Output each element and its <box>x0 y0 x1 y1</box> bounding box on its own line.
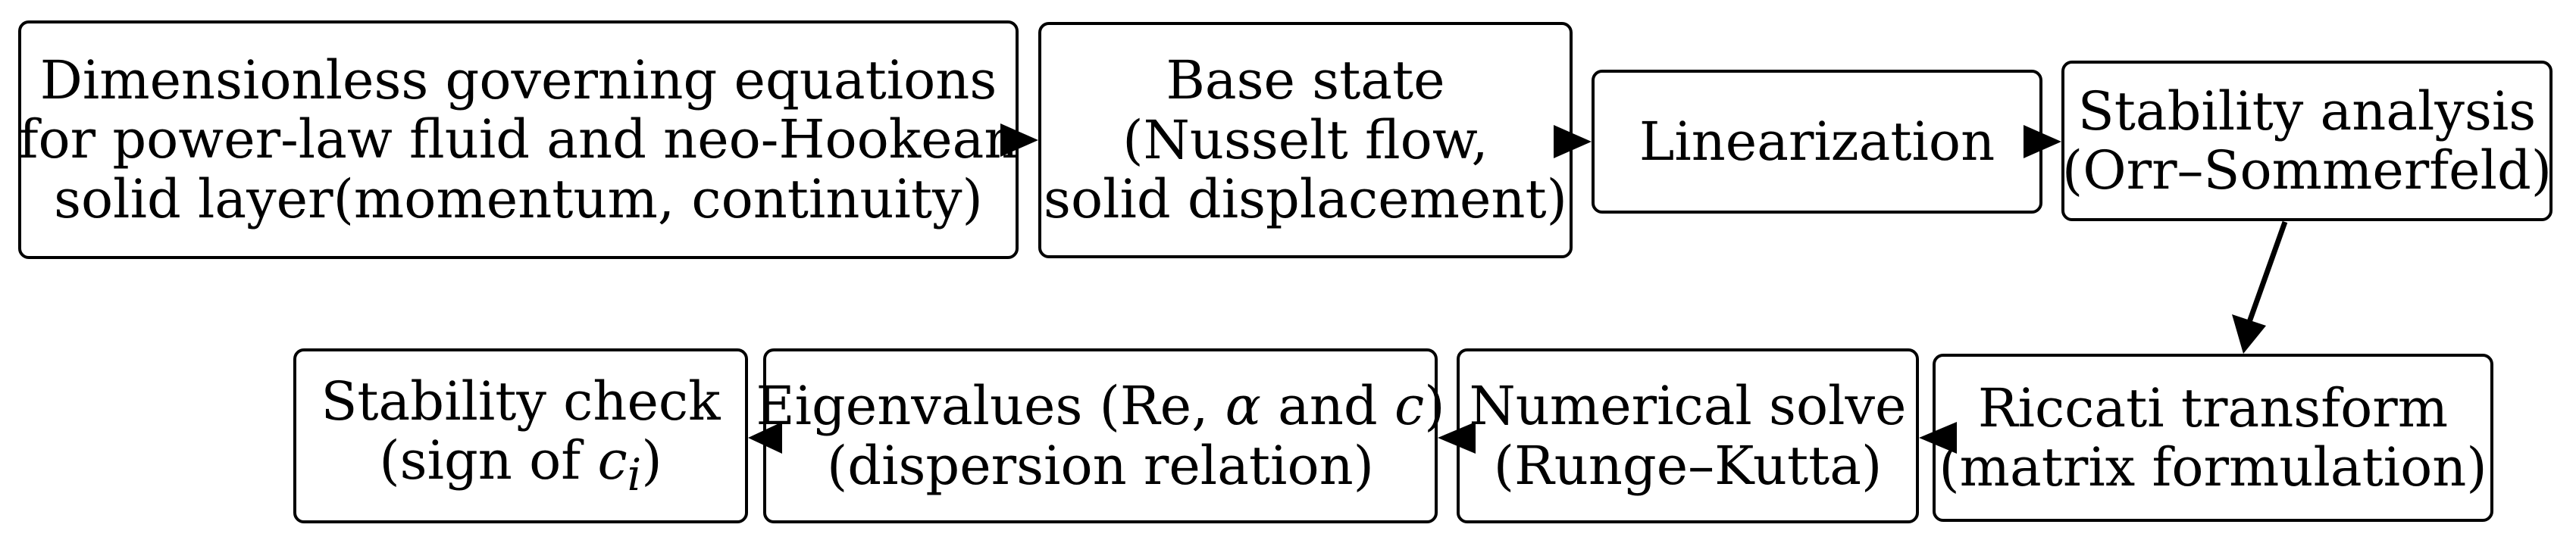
box-text-line: Numerical solve <box>1469 375 1907 438</box>
arrowhead-5-to-6 <box>1919 422 1957 454</box>
box-text-line: Linearization <box>1639 110 1995 173</box>
alpha-symbol: α <box>1225 375 1261 438</box>
box-text-line: (matrix formulation) <box>1939 436 2487 498</box>
box-text-line: (Runge–Kutta) <box>1493 434 1883 497</box>
box-stability-check: Stability check (sign of ci) <box>293 348 748 523</box>
box-text-line: (Nusselt flow, <box>1122 108 1488 171</box>
box-text-line: solid displacement) <box>1044 168 1567 231</box>
box-text-line: (dispersion relation) <box>827 434 1374 497</box>
c-symbol: c <box>1394 375 1425 438</box>
box-stability-analysis: Stability analysis (Orr–Sommerfeld) <box>2061 61 2553 221</box>
box-text-line: Eigenvalues (Re, α and c) <box>756 376 1445 436</box>
box-text-line: Stability check <box>321 370 721 432</box>
box-numerical-solve: Numerical solve (Runge–Kutta) <box>1457 348 1919 523</box>
arrowhead-3-to-4 <box>2024 125 2061 158</box>
box-text-line: for power-law fluid and neo-Hookean <box>18 108 1019 171</box>
box-text-line: (sign of ci) <box>379 431 662 500</box>
box-text-line: (Orr–Sommerfeld) <box>2061 139 2553 201</box>
arrowhead-4-to-5 <box>2232 314 2266 354</box>
text-part: and <box>1260 375 1394 438</box>
arrowhead-6-to-7 <box>1438 422 1476 454</box>
box-riccati-transform: Riccati transform (matrix formulation) <box>1933 354 2493 522</box>
box-linearization: Linearization <box>1592 70 2042 214</box>
text-part: (sign of <box>379 429 598 492</box>
box-text-line: solid layer(momentum, continuity) <box>54 167 983 230</box>
arrowhead-1-to-2 <box>1000 123 1038 157</box>
box-text-line: Base state <box>1166 49 1445 112</box>
text-part: ) <box>1424 375 1445 438</box>
arrowhead-2-to-3 <box>1554 125 1592 158</box>
box-text-line: Stability analysis <box>2077 80 2537 142</box>
text-part: Eigenvalues (Re, <box>756 375 1225 438</box>
subscript-i: i <box>627 449 642 501</box>
box-governing-equations: Dimensionless governing equations for po… <box>18 20 1019 259</box>
box-text-line: Riccati transform <box>1977 376 2449 439</box>
box-text-line: Dimensionless governing equations <box>39 48 997 111</box>
c-symbol: c <box>597 429 628 492</box>
arrowhead-7-to-8 <box>748 422 782 454</box>
box-eigenvalues: Eigenvalues (Re, α and c) (dispersion re… <box>756 348 1445 523</box>
arrow-4-to-5 <box>2246 220 2288 323</box>
box-base-state: Base state (Nusselt flow, solid displace… <box>1038 22 1573 258</box>
text-part: ) <box>641 429 662 492</box>
